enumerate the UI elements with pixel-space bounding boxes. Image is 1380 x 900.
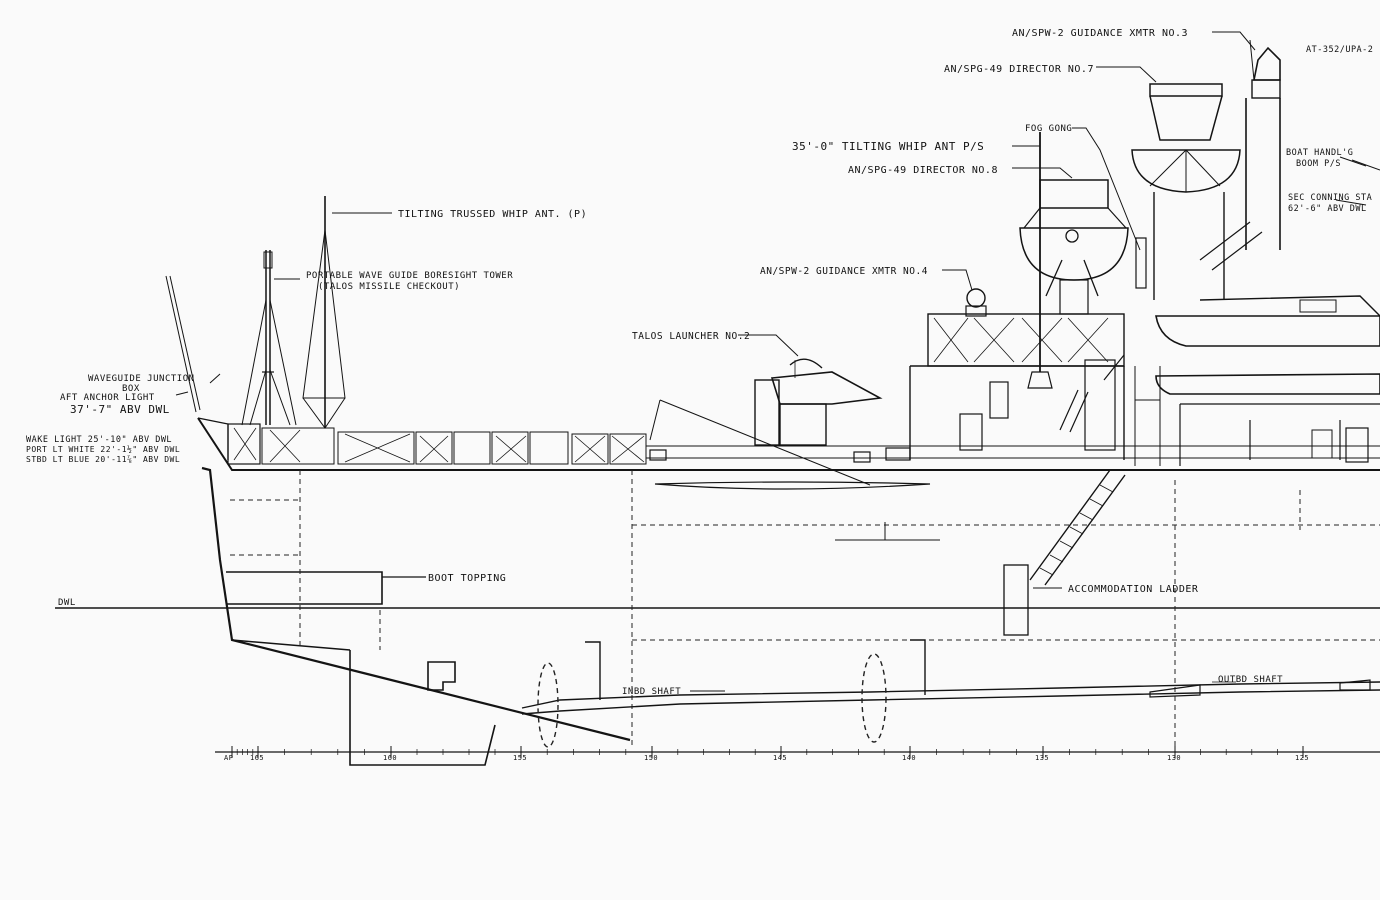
label-dwl: DWL — [58, 598, 76, 608]
frame-scale: AP 165 160 155 150 145 140 135 130 125 — [215, 746, 1380, 762]
label-sec-conning-1: SEC CONNING STA — [1288, 193, 1372, 203]
director-no7 — [1131, 83, 1241, 300]
label-tilting-whip-antenna: 35'-0" TILTING WHIP ANT P/S — [792, 140, 984, 153]
label-boot-topping: BOOT TOPPING — [428, 573, 506, 584]
label-inbd-shaft: INBD SHAFT — [622, 687, 681, 697]
accommodation-ladder — [1003, 469, 1126, 636]
boresight-tower — [241, 250, 297, 426]
trussed-whip-antenna — [302, 196, 346, 429]
label-guidance-xmtr-4: AN/SPW-2 GUIDANCE XMTR NO.4 — [760, 266, 928, 277]
label-at-352: AT-352/UPA-2 — [1306, 45, 1373, 55]
director-no8 — [1019, 179, 1129, 315]
frame-number: 125 — [1295, 754, 1309, 762]
callouts: AN/SPW-2 GUIDANCE XMTR NO.3 AT-352/UPA-2… — [26, 28, 1373, 697]
talos-launcher — [754, 358, 883, 446]
frame-number: AP — [224, 754, 233, 762]
motor-whaleboat — [1155, 159, 1380, 395]
label-boresight-tower-2: (TALOS MISSILE CHECKOUT) — [318, 282, 460, 292]
label-outbd-shaft: OUTBD SHAFT — [1218, 675, 1283, 685]
label-port-light: PORT LT WHITE 22'-1½" ABV DWL — [26, 444, 180, 454]
label-stbd-light: STBD LT BLUE 20'-11⅞" ABV DWL — [26, 455, 180, 464]
leader-lines — [175, 31, 1367, 692]
label-boresight-tower-1: PORTABLE WAVE GUIDE BORESIGHT TOWER — [306, 271, 513, 281]
frame-number: 165 — [250, 754, 264, 762]
label-director-8: AN/SPG-49 DIRECTOR NO.8 — [848, 165, 998, 176]
propulsion — [521, 639, 1380, 748]
frame-number: 150 — [644, 754, 658, 762]
frame-number: 145 — [773, 754, 787, 762]
stern-rail — [165, 275, 1380, 486]
label-guidance-xmtr-3: AN/SPW-2 GUIDANCE XMTR NO.3 — [1012, 28, 1188, 39]
label-fog-gong: FOG GONG — [1025, 124, 1072, 134]
frame-number: 140 — [902, 754, 916, 762]
label-talos-launcher-2: TALOS LAUNCHER NO.2 — [632, 331, 750, 342]
label-trussed-whip: TILTING TRUSSED WHIP ANT. (P) — [398, 209, 587, 220]
label-boat-handling-boom-2: BOOM P/S — [1296, 159, 1341, 169]
guidance-xmtr-no4 — [965, 288, 987, 317]
label-waveguide-box-2: BOX — [122, 384, 140, 394]
label-director-7: AN/SPG-49 DIRECTOR NO.7 — [944, 64, 1094, 75]
fog-gong-mast — [1027, 132, 1053, 389]
frame-number: 155 — [513, 754, 527, 762]
label-waveguide-box-1: WAVEGUIDE JUNCTION — [88, 374, 195, 384]
superstructure — [909, 313, 1380, 466]
label-wake-light: WAKE LIGHT 25'-10" ABV DWL — [26, 435, 172, 445]
label-accommodation-ladder: ACCOMMODATION LADDER — [1068, 584, 1199, 595]
label-aft-anchor-light-2: 37'-7" ABV DWL — [70, 403, 170, 416]
frame-number: 135 — [1035, 754, 1049, 762]
label-boat-handling-boom-1: BOAT HANDL'G — [1286, 148, 1353, 158]
frame-number: 130 — [1167, 754, 1181, 762]
label-sec-conning-2: 62'-6" ABV DWL — [1288, 204, 1367, 214]
guidance-xmtr-no3-mast — [1245, 39, 1281, 250]
hull — [55, 417, 1380, 766]
frame-number: 160 — [383, 754, 397, 762]
label-aft-anchor-light-1: AFT ANCHOR LIGHT — [60, 393, 155, 403]
